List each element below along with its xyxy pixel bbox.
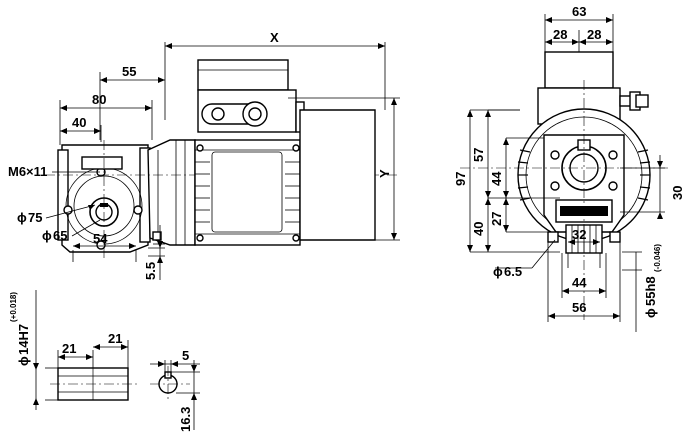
dia-14-phi: ϕ bbox=[16, 356, 31, 366]
dim-21b-label: 21 bbox=[108, 331, 122, 346]
dia-6-5-label: 6.5 bbox=[504, 264, 522, 279]
front-view: 63 28 28 bbox=[453, 4, 685, 332]
dia-65-phi: ϕ bbox=[42, 228, 52, 243]
dim-80-label: 80 bbox=[92, 92, 106, 107]
dim-54-label: 54 bbox=[93, 231, 108, 246]
dim-28a-label: 28 bbox=[553, 27, 567, 42]
dim-57-label: 57 bbox=[471, 148, 486, 162]
dim-x-label: X bbox=[270, 30, 279, 45]
side-view: X 55 80 40 bbox=[8, 30, 400, 280]
dia-14-tol: (+0.018) bbox=[9, 292, 18, 322]
dia-6-5-phi: ϕ bbox=[493, 264, 503, 279]
dim-27-label: 27 bbox=[489, 212, 504, 226]
dia-55-phi: ϕ bbox=[643, 308, 658, 318]
dim-16-3-label: 16.3 bbox=[178, 407, 193, 432]
thread-label: M6×11 bbox=[8, 164, 47, 179]
dim-40-label: 40 bbox=[72, 115, 86, 130]
dim-5-5-label: 5.5 bbox=[143, 262, 158, 280]
dim-28b-label: 28 bbox=[587, 27, 601, 42]
dia-14-label: 14H7 bbox=[16, 324, 31, 355]
dim-56-label: 56 bbox=[572, 300, 586, 315]
dim-55-label: 55 bbox=[122, 64, 136, 79]
dim-44b-label: 44 bbox=[572, 275, 587, 290]
dim-44-label: 44 bbox=[489, 171, 504, 186]
dim-21a-label: 21 bbox=[62, 341, 76, 356]
dim-63-label: 63 bbox=[572, 4, 586, 19]
dim-y-label: Y bbox=[377, 169, 392, 178]
dia-55-tol: (-0.046) bbox=[653, 244, 662, 272]
shaft-detail: ϕ 14H7 (+0.018) 21 21 5 bbox=[9, 290, 200, 432]
dia-75-label: 75 bbox=[28, 210, 42, 225]
dim-5-label: 5 bbox=[182, 348, 189, 363]
dia-55-label: 55h8 bbox=[643, 276, 658, 306]
dim-30-label: 30 bbox=[670, 186, 685, 200]
dia-65-label: 65 bbox=[53, 228, 67, 243]
dim-97-label: 97 bbox=[453, 172, 468, 186]
dim-40r-label: 40 bbox=[471, 222, 486, 236]
dim-32-label: 32 bbox=[572, 227, 586, 242]
dia-75-phi: ϕ bbox=[17, 210, 27, 225]
